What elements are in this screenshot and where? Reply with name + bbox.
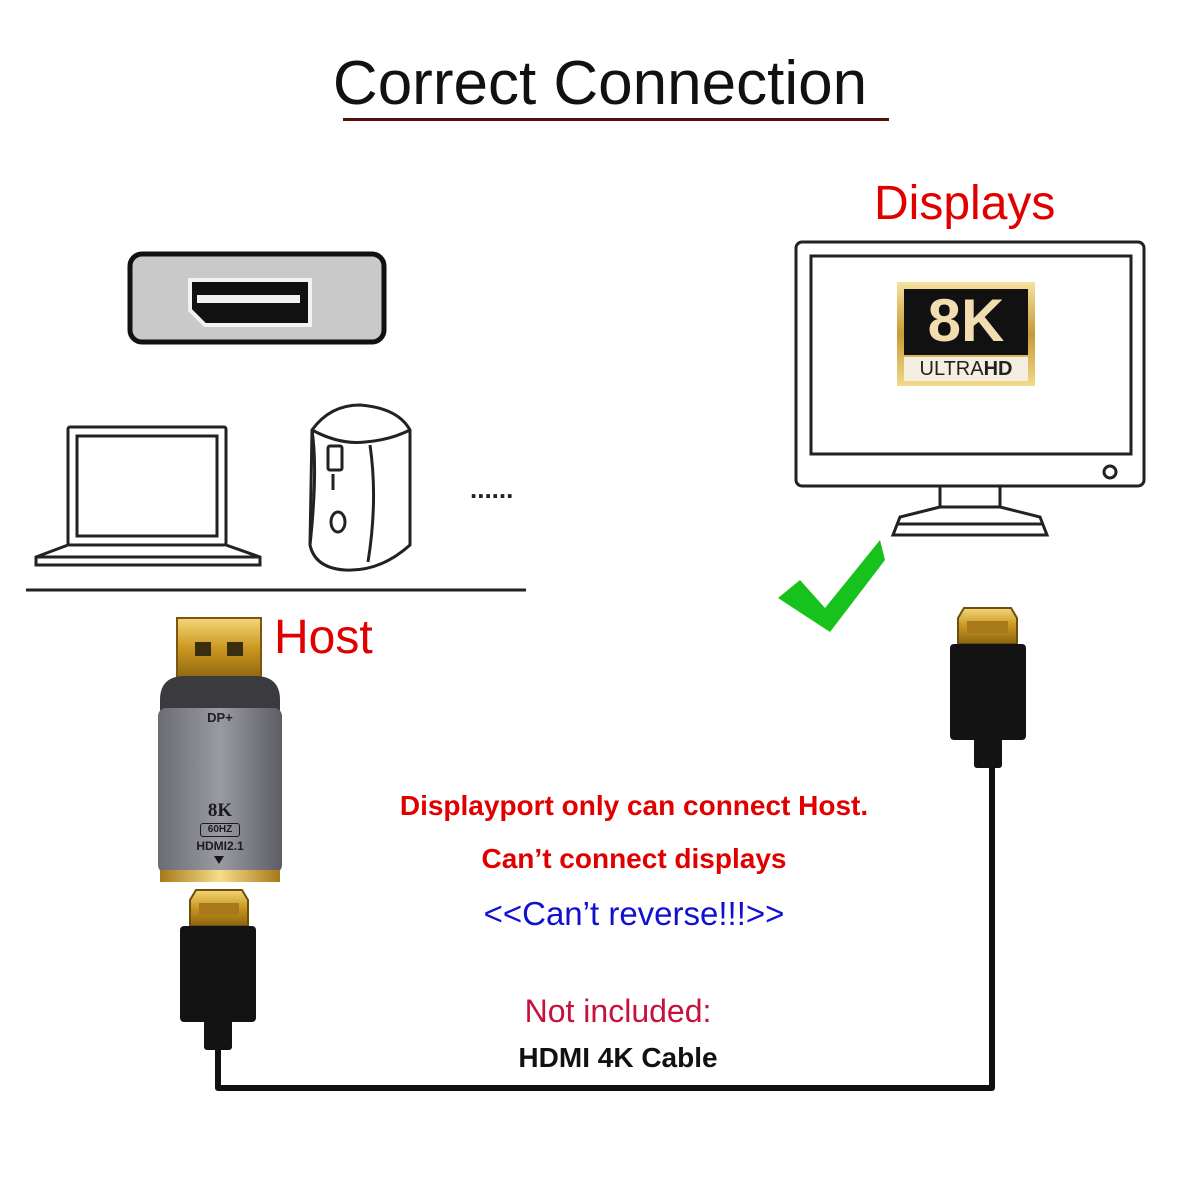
note-no-displays: Can’t connect displays: [481, 843, 787, 874]
note-connect-host: Displayport only can connect Host.: [399, 790, 869, 821]
badge-hd: HD: [983, 358, 1013, 380]
checkmark-icon: [778, 540, 885, 632]
page-title: Correct Connection: [332, 49, 868, 118]
laptop-icon: [34, 425, 262, 567]
note-cant-reverse: <<Can’t reverse!!!>>: [483, 895, 785, 932]
title-underline: [343, 118, 889, 121]
host-label: Host: [274, 611, 373, 664]
hdmi-plug-right-icon: [950, 607, 1026, 768]
adapter-port-label: DP+: [207, 710, 233, 725]
desktop-tower-icon: [308, 403, 412, 572]
note-cable-name: HDMI 4K Cable: [518, 1042, 718, 1073]
adapter-resolution: 8K: [207, 800, 233, 821]
badge-ultra: ULTRA: [919, 358, 984, 380]
hdmi-cable-icon: [215, 768, 995, 1091]
badge-8k-text: 8K: [927, 287, 1005, 354]
8k-ultrahd-badge: [897, 282, 1035, 386]
hdmi-plug-left-icon: [180, 889, 256, 1050]
adapter-interface: HDMI2.1: [196, 839, 244, 853]
displays-label: Displays: [874, 177, 1056, 230]
badge-ultrahd-text: ULTRAHD: [904, 357, 1028, 381]
adapter-refresh-rate: 60HZ: [200, 823, 240, 837]
displayport-socket-icon: [127, 251, 387, 345]
note-not-included: Not included:: [524, 993, 712, 1029]
dp-to-hdmi-adapter-icon: [158, 617, 282, 882]
monitor-icon: [794, 240, 1146, 537]
more-devices-ellipsis: ......: [470, 474, 514, 504]
